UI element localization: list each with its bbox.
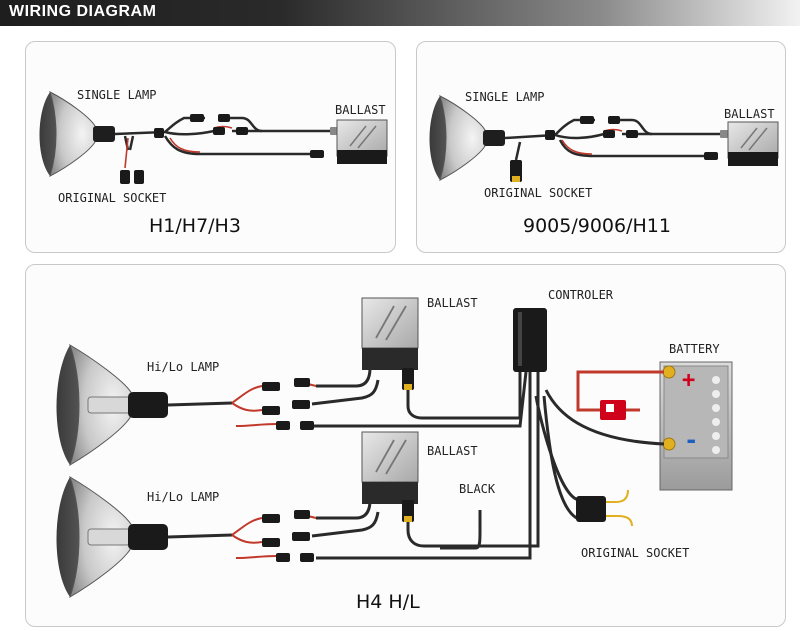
9005-lamp-label: SINGLE LAMP bbox=[465, 90, 544, 104]
9005-ballast bbox=[727, 121, 779, 166]
h1-ballast-label: BALLAST bbox=[335, 103, 386, 117]
h4-lower-ballast bbox=[361, 431, 419, 504]
9005-wiring bbox=[504, 118, 725, 161]
h4-lower-lamp bbox=[56, 475, 168, 599]
h4-upper-lamp bbox=[56, 343, 168, 467]
h1-socket-label: ORIGINAL SOCKET bbox=[58, 191, 166, 205]
h1-lamp bbox=[39, 91, 115, 177]
h4-upper-ballast bbox=[361, 297, 419, 370]
h4-caption: H4 H/L bbox=[356, 591, 420, 613]
h1-caption: H1/H7/H3 bbox=[149, 215, 241, 237]
h4-controller bbox=[513, 308, 547, 372]
h4-upper-lamp-label: Hi/Lo LAMP bbox=[147, 360, 219, 374]
h4-terminals bbox=[404, 384, 412, 522]
h4-socket-yellow bbox=[606, 489, 633, 527]
h4-connectors bbox=[262, 368, 606, 562]
9005-connectors bbox=[510, 116, 728, 182]
h4-battery-cable bbox=[576, 370, 664, 412]
header-title: WIRING DIAGRAM bbox=[9, 3, 157, 20]
header-bar: WIRING DIAGRAM bbox=[0, 0, 800, 26]
h4-battery-label: BATTERY bbox=[669, 342, 720, 356]
h4-fuse bbox=[600, 400, 626, 420]
h1-wiring bbox=[114, 116, 335, 156]
h4-battery bbox=[659, 361, 733, 491]
h4-black-label: BLACK bbox=[459, 482, 496, 496]
9005-caption: 9005/9006/H11 bbox=[523, 215, 671, 237]
h1-connectors bbox=[120, 114, 338, 184]
h4-wiring bbox=[167, 367, 665, 560]
battery-positive-symbol: + bbox=[682, 368, 695, 393]
battery-negative-symbol: - bbox=[684, 426, 698, 454]
h4-controller-label: CONTROLER bbox=[548, 288, 614, 302]
h4-upper-ballast-label: BALLAST bbox=[427, 296, 478, 310]
h4-lower-lamp-label: Hi/Lo LAMP bbox=[147, 490, 219, 504]
9005-socket-label: ORIGINAL SOCKET bbox=[484, 186, 592, 200]
9005-ballast-label: BALLAST bbox=[724, 107, 775, 121]
h4-lower-ballast-label: BALLAST bbox=[427, 444, 478, 458]
h1-lamp-label: SINGLE LAMP bbox=[77, 88, 156, 102]
h1-ballast bbox=[336, 119, 388, 164]
9005-lamp bbox=[429, 95, 505, 181]
h4-socket-label: ORIGINAL SOCKET bbox=[581, 546, 689, 560]
